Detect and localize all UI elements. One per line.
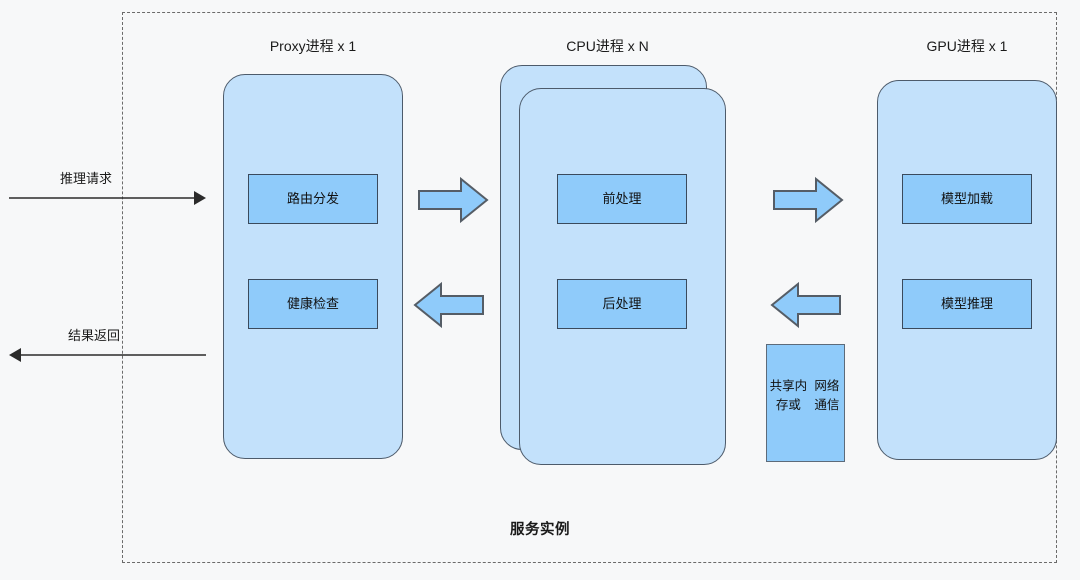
shared-memory-line1: 共享内存或 [769,379,808,412]
caption-proxy-process: Proxy进程 x 1 [269,38,357,54]
cpu-block-preprocess[interactable]: 前处理 [557,174,687,224]
caption-gpu-process: GPU进程 x 1 [926,38,1008,54]
gpu-process-card[interactable] [877,80,1057,460]
proxy-block-route-dispatch[interactable]: 路由分发 [248,174,378,224]
label-inference-request: 推理请求 [60,171,113,186]
gpu-block-model-load[interactable]: 模型加载 [902,174,1032,224]
cpu-block-postprocess[interactable]: 后处理 [557,279,687,329]
shared-memory-block[interactable]: 共享内存或 网络通信 [766,344,845,462]
shared-memory-line2: 网络通信 [814,379,840,412]
caption-cpu-process: CPU进程 x N [566,38,649,54]
arrow-cpu-to-gpu [773,176,844,224]
proxy-block-health-check[interactable]: 健康检查 [248,279,378,329]
gpu-block-model-inference[interactable]: 模型推理 [902,279,1032,329]
arrow-proxy-to-cpu [418,176,489,224]
arrow-inference-request [9,191,206,205]
arrow-gpu-to-cpu [770,281,841,329]
arrow-result-return [9,348,206,362]
label-result-return: 结果返回 [68,328,121,343]
proxy-process-card[interactable] [223,74,403,459]
arrow-cpu-to-proxy [413,281,484,329]
cpu-process-card-front[interactable] [519,88,726,465]
service-boundary-label: 服务实例 [510,522,570,538]
